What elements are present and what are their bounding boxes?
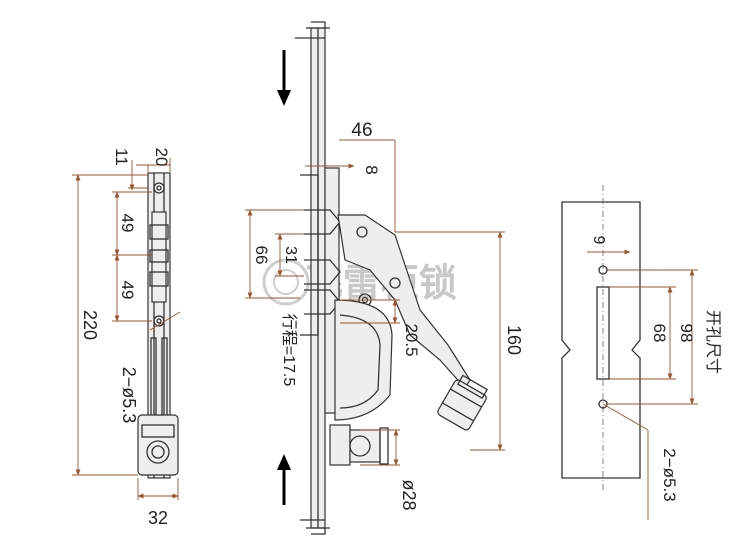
dim-front-handle-reach: 46 [351,120,372,141]
dim-side-upper-pitch: 49 [118,214,137,233]
dim-side-holes: 2−ø5.3 [119,367,139,424]
dim-front-pivot-drop: 20.5 [402,323,421,356]
cutout-view: 9 68 98 开孔尺寸 2−ø5.3 [561,185,722,520]
dim-side-top-width: 20 [152,148,171,167]
dim-side-top-offset: 11 [112,148,131,166]
dim-side-lower-pitch: 49 [118,281,137,300]
side-view: 20 11 49 49 220 2−ø5.3 32 [72,148,181,528]
dim-cutout-edge-offset: 9 [590,236,607,245]
cylinder-housing [329,424,351,466]
side-hole-top [153,182,165,194]
cutout-slot [596,286,610,380]
dim-cutout-slot-length: 68 [650,324,669,343]
side-hole-bottom [153,315,165,327]
front-view: 46 8 66 31 行程=17.5 20.5 160 ø28 [245,21,524,535]
dim-front-bar-offset: 8 [362,165,381,174]
side-knob-housing [137,414,179,476]
dim-front-handle-height: 160 [504,325,524,355]
dim-front-stroke: 行程=17.5 [280,314,298,387]
dim-side-total-height: 220 [80,310,100,340]
cutout-title: 开孔尺寸 [704,310,722,374]
dim-cutout-hole-pitch: 98 [677,324,696,343]
dim-cutout-holes: 2−ø5.3 [660,448,679,501]
lock-body [334,299,393,421]
dim-front-hook-pitch: 31 [282,246,299,264]
handle-knob [437,374,489,431]
dim-side-bottom-width: 32 [148,508,168,528]
door-panel-outline [561,201,641,479]
dim-front-hook-span: 66 [252,246,271,265]
dim-front-knob-dia: ø28 [399,479,419,510]
